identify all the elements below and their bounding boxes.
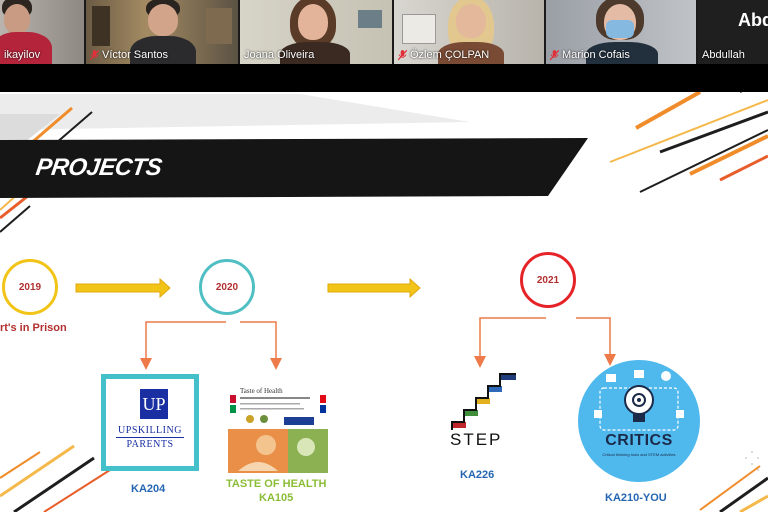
timeline-connectors xyxy=(75,277,616,370)
upskilling-parents-logo: UP UPSKILLING PARENTS xyxy=(101,374,199,471)
participant-tile[interactable]: Víctor Santos xyxy=(86,0,238,64)
participant-name: Víctor Santos xyxy=(102,49,169,61)
taste-of-health-logo: Taste of Health xyxy=(228,375,328,473)
taste-of-health-name: TASTE OF HEALTH xyxy=(226,478,327,490)
participant-gallery: ikayilov Víctor Santos Joana Oliveira Öz… xyxy=(0,0,768,64)
taste-of-health-logo-title: Taste of Health xyxy=(240,387,283,395)
project-2019-name: Art's in Prison xyxy=(0,322,67,334)
up-logo-line1: UPSKILLING xyxy=(118,425,182,436)
participant-initials: Abd xyxy=(738,10,768,30)
year-circle-2021: 2021 xyxy=(520,252,576,308)
participant-name: Abdullah xyxy=(702,49,745,61)
step-logo: STEP xyxy=(450,372,522,452)
gallery-separator-bar xyxy=(0,64,768,92)
participant-tile-active[interactable]: Joana Oliveira xyxy=(240,0,392,64)
step-logo-word: STEP xyxy=(450,430,503,449)
shared-slide: PROJECTS 2019 2020 2021 Art's in Prison … xyxy=(0,92,768,512)
title-banner xyxy=(0,138,588,198)
critics-logo-tagline: Critical thinking tools and STEM activit… xyxy=(602,452,676,457)
critics-logo: CRITICS Critical thinking tools and STEM… xyxy=(578,360,700,482)
participant-tile-video-off[interactable]: Abd Abdullah xyxy=(698,0,768,64)
up-logo-mark: UP xyxy=(140,389,168,419)
participant-tile[interactable]: Özlem ÇOLPAN xyxy=(394,0,544,64)
participant-name: Joana Oliveira xyxy=(244,49,315,61)
muted-mic-icon xyxy=(550,49,559,60)
year-circle-2020: 2020 xyxy=(199,259,255,315)
up-logo-line2: PARENTS xyxy=(126,439,174,450)
participant-name: ikayilov xyxy=(4,49,41,61)
step-code: KA226 xyxy=(460,469,495,481)
critics-code: KA210-YOU xyxy=(605,492,667,504)
critics-bulb-artwork xyxy=(594,370,684,431)
participant-tile[interactable]: Marion Cofais xyxy=(546,0,696,64)
step-stairs-artwork xyxy=(451,373,516,430)
upskilling-code: KA204 xyxy=(131,483,166,495)
taste-of-health-artwork xyxy=(228,375,328,473)
critics-logo-word: CRITICS xyxy=(605,432,673,449)
participant-name: Marion Cofais xyxy=(562,49,630,61)
year-circle-2019: 2019 xyxy=(2,259,58,315)
taste-of-health-code: KA105 xyxy=(259,492,294,504)
muted-mic-icon xyxy=(398,49,407,60)
participant-name: Özlem ÇOLPAN xyxy=(410,49,490,61)
muted-mic-icon xyxy=(90,49,99,60)
participant-tile[interactable]: ikayilov xyxy=(0,0,84,64)
